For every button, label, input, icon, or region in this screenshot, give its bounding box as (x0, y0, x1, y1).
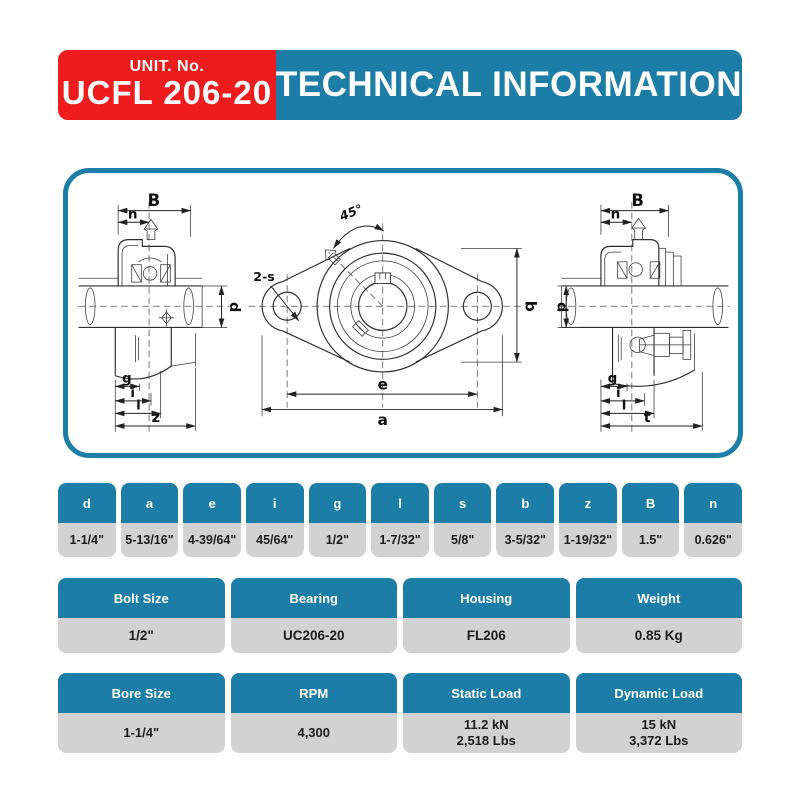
column-value: UC206-20 (230, 618, 397, 653)
spec-table: Bolt Size 1/2" Bearing UC206-20 Housing … (58, 578, 742, 653)
column-value: 5/8" (433, 523, 492, 557)
header-banner: UNIT. No. UCFL 206-20 TECHNICAL INFORMAT… (58, 50, 742, 120)
dim-label-l-left: l (136, 398, 141, 414)
dimension-column-n: n 0.626" (684, 483, 743, 557)
spec-column-bolt-size: Bolt Size 1/2" (58, 578, 225, 653)
column-value: 45/64" (245, 523, 304, 557)
column-header: Weight (575, 578, 742, 618)
front-view: 45° 2-s e a b (248, 201, 540, 429)
right-side-view: B n d g i l t (553, 191, 730, 432)
column-value: 0.626" (684, 523, 743, 557)
column-value: 5-13/16" (120, 523, 179, 557)
column-header: Bolt Size (58, 578, 225, 618)
dim-label-a: a (378, 411, 388, 429)
perf-column-dynamic-load: Dynamic Load 15 kN 3,372 Lbs (575, 673, 742, 753)
unit-label: UNIT. No. (129, 58, 205, 76)
dim-label-z-left: z (152, 410, 160, 426)
column-header: d (58, 483, 116, 523)
dimension-column-e: e 4-39/64" (183, 483, 241, 557)
column-header: Static Load (403, 673, 570, 713)
dim-label-d-right: d (553, 302, 569, 312)
column-header: Bearing (230, 578, 397, 618)
column-header: n (684, 483, 743, 523)
column-value: 1-7/32" (371, 523, 429, 557)
dim-label-g-right: g (608, 371, 618, 387)
perf-column-static-load: Static Load 11.2 kN 2,518 Lbs (403, 673, 570, 753)
dimension-column-i: i 45/64" (245, 483, 304, 557)
column-header: e (183, 483, 241, 523)
column-header: b (496, 483, 555, 523)
column-value: FL206 (403, 618, 570, 653)
spec-column-weight: Weight 0.85 Kg (575, 578, 742, 653)
dim-label-t-right: t (644, 410, 651, 426)
dim-label-B-left: B (148, 191, 161, 210)
column-header: i (245, 483, 304, 523)
dim-label-i-right: i (616, 385, 621, 401)
dimension-column-B: B 1.5" (621, 483, 680, 557)
dimension-column-s: s 5/8" (433, 483, 492, 557)
dimension-column-a: a 5-13/16" (120, 483, 179, 557)
column-value: 1/2" (308, 523, 367, 557)
dimension-column-d: d 1-1/4" (58, 483, 116, 557)
dim-label-n-right: n (611, 206, 621, 222)
column-value: 0.85 Kg (575, 618, 742, 653)
column-header: B (621, 483, 680, 523)
column-header: Housing (403, 578, 570, 618)
column-header: a (120, 483, 179, 523)
column-header: s (433, 483, 492, 523)
performance-table: Bore Size 1-1/4" RPM 4,300 Static Load 1… (58, 673, 742, 753)
dim-label-B-right: B (631, 191, 644, 210)
unit-number-badge: UNIT. No. UCFL 206-20 (58, 50, 276, 120)
spec-column-bearing: Bearing UC206-20 (230, 578, 397, 653)
column-header: RPM (230, 673, 397, 713)
column-value: 3-5/32" (496, 523, 555, 557)
dim-label-i-left: i (130, 385, 135, 401)
column-header: z (559, 483, 617, 523)
dim-label-n-left: n (128, 206, 138, 222)
column-header: Dynamic Load (575, 673, 742, 713)
dimension-table: d 1-1/4" a 5-13/16" e 4-39/64" i 45/64" … (58, 483, 743, 557)
column-header: Bore Size (58, 673, 225, 713)
column-value: 15 kN 3,372 Lbs (575, 713, 742, 753)
perf-column-bore-size: Bore Size 1-1/4" (58, 673, 225, 753)
dim-label-d-left: d (226, 302, 242, 312)
dimension-column-l: l 1-7/32" (371, 483, 429, 557)
technical-drawing: B n d g i l z (78, 191, 730, 432)
left-side-view: B n d g i l z (78, 191, 242, 432)
dim-label-b: b (522, 301, 540, 312)
bolt-hole-count-label: 2-s (253, 269, 274, 284)
unit-number: UCFL 206-20 (61, 74, 273, 112)
drawing-panel: B n d g i l z (63, 168, 743, 458)
column-value: 1-1/4" (58, 713, 225, 753)
perf-column-rpm: RPM 4,300 (230, 673, 397, 753)
spec-column-housing: Housing FL206 (403, 578, 570, 653)
dimension-column-g: g 1/2" (308, 483, 367, 557)
column-value: 4-39/64" (183, 523, 241, 557)
column-header: l (371, 483, 429, 523)
column-value: 4,300 (230, 713, 397, 753)
angle-label: 45° (336, 201, 365, 224)
column-value: 1-19/32" (559, 523, 617, 557)
dimension-column-b: b 3-5/32" (496, 483, 555, 557)
page-title: TECHNICAL INFORMATION (275, 50, 742, 120)
dim-label-g-left: g (122, 371, 132, 387)
dim-label-l-right: l (622, 398, 627, 414)
column-value: 1-1/4" (58, 523, 116, 557)
column-value: 1.5" (621, 523, 680, 557)
dimension-column-z: z 1-19/32" (559, 483, 617, 557)
column-value: 11.2 kN 2,518 Lbs (403, 713, 570, 753)
column-value: 1/2" (58, 618, 225, 653)
column-header: g (308, 483, 367, 523)
dim-label-e: e (377, 375, 387, 393)
